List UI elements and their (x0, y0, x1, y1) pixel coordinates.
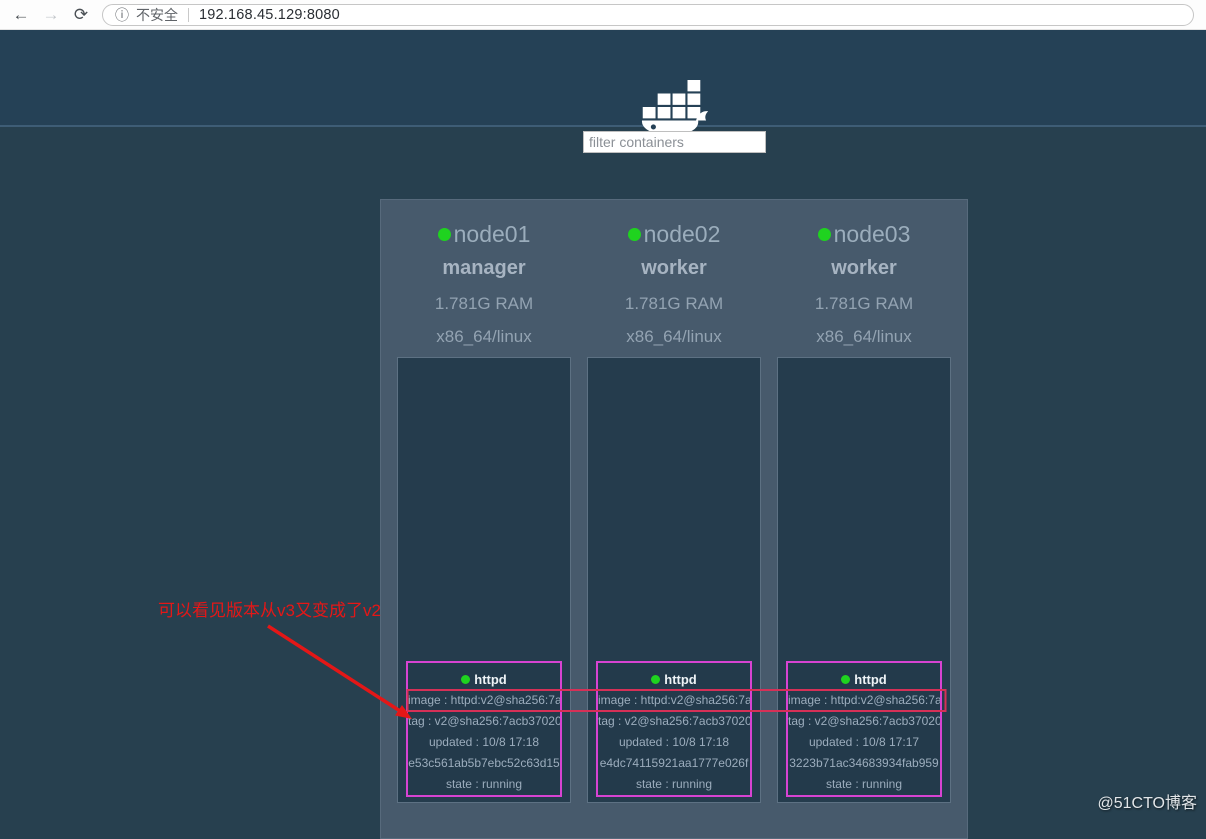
container-title: httpd (788, 668, 940, 690)
container-id: e4dc74115921aa1777e026f (599, 756, 749, 770)
site-header (0, 30, 1206, 134)
container-tag: tag : v2@sha256:7acb37020 (788, 714, 940, 728)
node-name: node01 (397, 221, 571, 248)
node-container-area: httpd image : httpd:v2@sha256:7a tag : v… (397, 357, 571, 803)
container-name-label: httpd (854, 671, 887, 687)
container-updated: updated : 10/8 17:17 (808, 735, 920, 749)
reload-icon[interactable]: ⟳ (73, 4, 89, 24)
node-column-node02: node02 worker 1.781G RAM x86_64/linux ht… (587, 200, 761, 803)
node-ram: 1.781G RAM (814, 294, 914, 313)
browser-toolbar: ← → ⟳ ⓘ 不安全 192.168.45.129:8080 (0, 0, 1206, 30)
address-bar[interactable]: ⓘ 不安全 192.168.45.129:8080 (102, 3, 1194, 26)
node-name-label: node02 (643, 221, 721, 247)
node-status-dot (627, 228, 641, 241)
url-text: 192.168.45.129:8080 (199, 6, 340, 23)
container-title: httpd (408, 668, 560, 690)
node-column-node03: node03 worker 1.781G RAM x86_64/linux ht… (777, 200, 951, 803)
node-name: node03 (777, 221, 951, 248)
node-role: manager (442, 257, 526, 279)
container-title: httpd (598, 668, 750, 690)
node-arch: x86_64/linux (626, 327, 722, 346)
annotation-text: 可以看见版本从v3又变成了v2 (158, 601, 381, 620)
node-container-area: httpd image : httpd:v2@sha256:7a tag : v… (587, 357, 761, 803)
container-name-label: httpd (474, 671, 507, 687)
docker-logo (641, 80, 709, 134)
node-ram: 1.781G RAM (434, 294, 534, 313)
container-state: state : running (445, 777, 523, 791)
container-image: image : httpd:v2@sha256:7a (598, 693, 750, 707)
node-role: worker (831, 257, 897, 279)
swarm-panel: node01 manager 1.781G RAM x86_64/linux h… (380, 199, 968, 839)
container-name-label: httpd (664, 671, 697, 687)
back-icon[interactable]: ← (12, 4, 30, 24)
container-card: httpd image : httpd:v2@sha256:7a tag : v… (406, 661, 562, 797)
container-card: httpd image : httpd:v2@sha256:7a tag : v… (596, 661, 752, 797)
container-image: image : httpd:v2@sha256:7a (788, 693, 940, 707)
node-ram: 1.781G RAM (624, 294, 724, 313)
node-column-node01: node01 manager 1.781G RAM x86_64/linux h… (397, 200, 571, 803)
container-status-dot (651, 674, 661, 684)
container-id: 3223b71ac34683934fab959 (789, 756, 939, 770)
node-status-dot (817, 228, 831, 241)
container-card: httpd image : httpd:v2@sha256:7a tag : v… (786, 661, 942, 797)
container-status-dot (841, 674, 851, 684)
omnibox-separator (188, 7, 189, 22)
container-state: state : running (635, 777, 713, 791)
node-name-label: node03 (833, 221, 911, 247)
container-status-dot (461, 674, 471, 684)
forward-icon[interactable]: → (42, 4, 60, 24)
container-tag: tag : v2@sha256:7acb37020 (408, 714, 560, 728)
container-updated: updated : 10/8 17:18 (618, 735, 730, 749)
container-tag: tag : v2@sha256:7acb37020 (598, 714, 750, 728)
watermark: @51CTO博客 (1097, 795, 1197, 812)
container-id: e53c561ab5b7ebc52c63d15 (408, 756, 560, 770)
container-image: image : httpd:v2@sha256:7a (408, 693, 560, 707)
container-updated: updated : 10/8 17:18 (428, 735, 540, 749)
container-state: state : running (825, 777, 903, 791)
security-label: 不安全 (136, 6, 178, 23)
node-role: worker (641, 257, 707, 279)
node-name: node02 (587, 221, 761, 248)
node-name-label: node01 (453, 221, 531, 247)
node-arch: x86_64/linux (816, 327, 912, 346)
node-status-dot (437, 228, 451, 241)
filter-input[interactable] (583, 131, 766, 153)
info-icon[interactable]: ⓘ (115, 6, 129, 23)
node-arch: x86_64/linux (436, 327, 532, 346)
node-container-area: httpd image : httpd:v2@sha256:7a tag : v… (777, 357, 951, 803)
